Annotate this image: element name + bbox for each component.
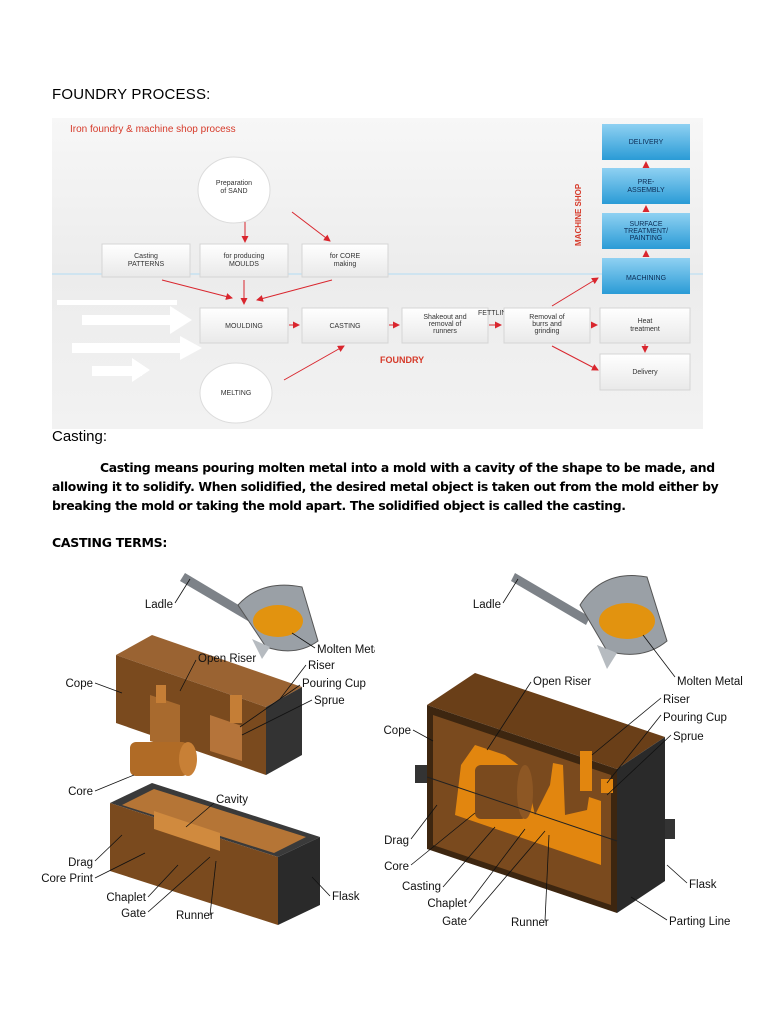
label-open-riser: Open Riser bbox=[198, 653, 256, 665]
surface-line3: PAINTING bbox=[630, 235, 663, 242]
shakeout-line1: Shakeout and bbox=[423, 314, 466, 321]
heat-line2: treatment bbox=[630, 326, 660, 333]
pre-assembly-box bbox=[602, 168, 690, 204]
patterns-box bbox=[101, 243, 191, 278]
delivery-foundry-box bbox=[599, 353, 691, 391]
label-gate-right: Gate bbox=[442, 916, 467, 928]
moulds-line2: MOULDS bbox=[229, 261, 259, 268]
label-drag: Drag bbox=[68, 857, 93, 869]
right-leader-lines bbox=[410, 578, 688, 922]
label-gate: Gate bbox=[121, 908, 146, 920]
removal-line3: grinding bbox=[535, 328, 560, 335]
section-heading-casting: Casting: bbox=[52, 428, 108, 445]
assembled-mold bbox=[415, 673, 675, 913]
label-runner-right: Runner bbox=[511, 917, 549, 929]
ladle-illustration-right bbox=[511, 573, 668, 669]
heat-line1: Heat bbox=[638, 318, 653, 325]
foundry-process-diagram: Iron foundry & machine shop process Prep… bbox=[52, 118, 703, 429]
label-chaplet: Chaplet bbox=[106, 892, 146, 904]
core-making-line1: for CORE bbox=[330, 253, 361, 260]
shop-delivery-label: DELIVERY bbox=[629, 139, 664, 146]
label-ladle-right: Ladle bbox=[473, 599, 501, 611]
label-cavity: Cavity bbox=[216, 794, 248, 806]
shop-delivery-box bbox=[602, 124, 690, 160]
casting-definition-paragraph: Casting means pouring molten metal into … bbox=[52, 458, 742, 515]
flow-arrows bbox=[161, 161, 650, 381]
label-cope-right: Cope bbox=[384, 725, 412, 737]
sand-line2: of SAND bbox=[220, 188, 247, 195]
section-heading-foundry: FOUNDRY PROCESS: bbox=[52, 86, 211, 103]
label-runner: Runner bbox=[176, 910, 214, 922]
foundry-label: FOUNDRY bbox=[380, 355, 424, 365]
removal-line2: burrs and bbox=[532, 321, 562, 328]
paragraph-text: Casting means pouring molten metal into … bbox=[52, 460, 719, 513]
surface-box bbox=[602, 213, 690, 249]
label-sprue-right: Sprue bbox=[673, 731, 704, 743]
sand-line1: Preparation bbox=[216, 180, 252, 187]
pre-assembly-line1: PRE- bbox=[638, 179, 655, 186]
drag-block bbox=[110, 783, 320, 925]
label-cope: Cope bbox=[66, 678, 94, 690]
melting-ellipse bbox=[199, 362, 273, 424]
sand-ellipse bbox=[197, 156, 271, 224]
label-riser-right: Riser bbox=[663, 694, 690, 706]
shakeout-box bbox=[401, 307, 489, 344]
delivery-foundry-label: Delivery bbox=[632, 369, 658, 376]
moulds-line1: for producing bbox=[224, 253, 265, 260]
casting-box bbox=[301, 307, 389, 344]
label-core-right: Core bbox=[384, 861, 409, 873]
moulding-label: MOULDING bbox=[225, 323, 263, 330]
machine-shop-label: MACHINE SHOP bbox=[574, 183, 583, 246]
label-flask: Flask bbox=[332, 891, 360, 903]
cope-block bbox=[116, 635, 302, 775]
machining-box bbox=[602, 258, 690, 294]
label-ladle: Ladle bbox=[145, 599, 173, 611]
label-chaplet-right: Chaplet bbox=[427, 898, 467, 910]
core-making-box bbox=[301, 243, 389, 278]
flow-title: Iron foundry & machine shop process bbox=[70, 124, 236, 135]
label-parting-line-right: Parting Line bbox=[669, 916, 730, 928]
surface-line2: TREATMENT/ bbox=[624, 228, 668, 235]
moulds-box bbox=[199, 243, 289, 278]
section-heading-casting-terms: CASTING TERMS: bbox=[52, 535, 168, 550]
fettling-label: FETTLING bbox=[478, 310, 512, 317]
casting-terms-assembled-diagram: Ladle Molten Metal Open Riser Riser Pour… bbox=[384, 573, 743, 929]
patterns-line2: PATTERNS bbox=[128, 261, 165, 268]
label-sprue: Sprue bbox=[314, 695, 345, 707]
decorative-speed-arrows bbox=[57, 300, 202, 382]
left-leader-lines bbox=[94, 578, 331, 916]
label-molten-metal-right: Molten Metal bbox=[677, 676, 743, 688]
removal-line1: Removal of bbox=[529, 314, 564, 321]
casting-label: CASTING bbox=[329, 323, 360, 330]
foundry-flow-svg: Iron foundry & machine shop process Prep… bbox=[52, 124, 703, 424]
core-making-line2: making bbox=[334, 261, 357, 268]
ladle-illustration bbox=[180, 573, 319, 659]
machining-label: MACHINING bbox=[626, 275, 666, 282]
label-open-riser-right: Open Riser bbox=[533, 676, 591, 688]
label-pouring-cup-right: Pouring Cup bbox=[663, 712, 727, 724]
label-flask-right: Flask bbox=[689, 879, 717, 891]
patterns-line1: Casting bbox=[134, 253, 158, 260]
label-molten-metal: Molten Metal bbox=[317, 644, 375, 656]
pre-assembly-line2: ASSEMBLY bbox=[627, 187, 665, 194]
shakeout-line3: runners bbox=[433, 328, 457, 335]
label-core: Core bbox=[68, 786, 93, 798]
label-core-print: Core Print bbox=[41, 873, 94, 885]
surface-line1: SURFACE bbox=[629, 221, 662, 228]
core-cylinder bbox=[130, 742, 197, 776]
label-riser: Riser bbox=[308, 660, 335, 672]
heat-treatment-box bbox=[599, 307, 691, 344]
casting-terms-exploded-diagram: Ladle Molten Metal Open Riser Riser Pour… bbox=[41, 573, 375, 925]
label-drag-right: Drag bbox=[384, 835, 409, 847]
label-casting-right: Casting bbox=[402, 881, 441, 893]
label-pouring-cup: Pouring Cup bbox=[302, 678, 366, 690]
moulding-box bbox=[199, 307, 289, 344]
melting-label: MELTING bbox=[221, 390, 252, 397]
shakeout-line2: removal of bbox=[429, 321, 462, 328]
removal-box bbox=[503, 307, 591, 344]
